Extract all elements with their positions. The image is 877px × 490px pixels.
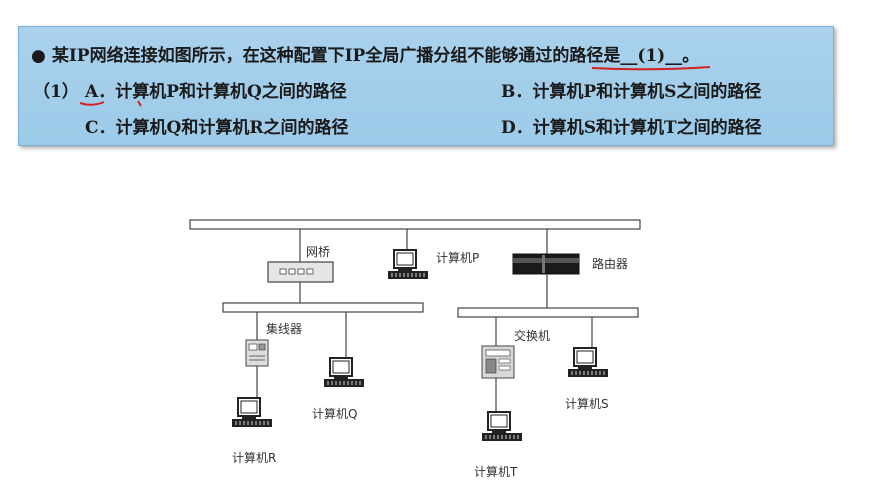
label-computer-t: 计算机T <box>474 464 518 479</box>
computer-q-icon <box>323 357 365 388</box>
computer-r-icon <box>231 397 273 428</box>
bullet-icon: ● <box>31 46 46 66</box>
label-switch: 交换机 <box>514 328 550 343</box>
option-b[interactable]: B．计算机P和计算机S之间的路径 <box>501 82 762 102</box>
question-text: 某IP网络连接如图所示，在这种配置下IP全局广播分组不能够通过的路径是__(1)… <box>51 46 700 66</box>
option-a[interactable]: A．计算机P和计算机Q之间的路径 <box>85 82 347 102</box>
label-router: 路由器 <box>592 256 628 271</box>
router-device <box>512 253 580 275</box>
label-computer-p: 计算机P <box>436 250 479 265</box>
label-bridge: 网桥 <box>306 245 330 259</box>
backbone-bus <box>189 219 641 230</box>
network-diagram: 网桥 集线器 计算机R 计算机Q 计算机P 路由器 交换机 <box>189 219 641 479</box>
right-segment-bus <box>457 307 639 318</box>
option-c[interactable]: C．计算机Q和计算机R之间的路径 <box>85 118 349 138</box>
computer-p-icon <box>387 249 429 280</box>
question-stem: ●某IP网络连接如图所示，在这种配置下IP全局广播分组不能够通过的路径是__(1… <box>31 41 699 66</box>
label-hub: 集线器 <box>266 321 302 336</box>
annotation-underline-stem <box>591 66 711 71</box>
label-computer-s: 计算机S <box>565 396 609 411</box>
computer-s-icon <box>567 347 609 378</box>
annotation-dot <box>137 100 142 107</box>
label-computer-q: 计算机Q <box>312 406 357 421</box>
question-number: （1） <box>33 82 79 102</box>
annotation-underline-a <box>79 101 105 106</box>
option-d[interactable]: D．计算机S和计算机T之间的路径 <box>501 118 762 138</box>
left-segment-bus <box>222 302 424 313</box>
label-computer-r: 计算机R <box>232 450 276 465</box>
hub-device <box>245 339 269 367</box>
computer-t-icon <box>481 411 523 442</box>
switch-device <box>481 345 515 379</box>
bridge-device <box>267 261 334 283</box>
question-box: ●某IP网络连接如图所示，在这种配置下IP全局广播分组不能够通过的路径是__(1… <box>18 26 834 146</box>
